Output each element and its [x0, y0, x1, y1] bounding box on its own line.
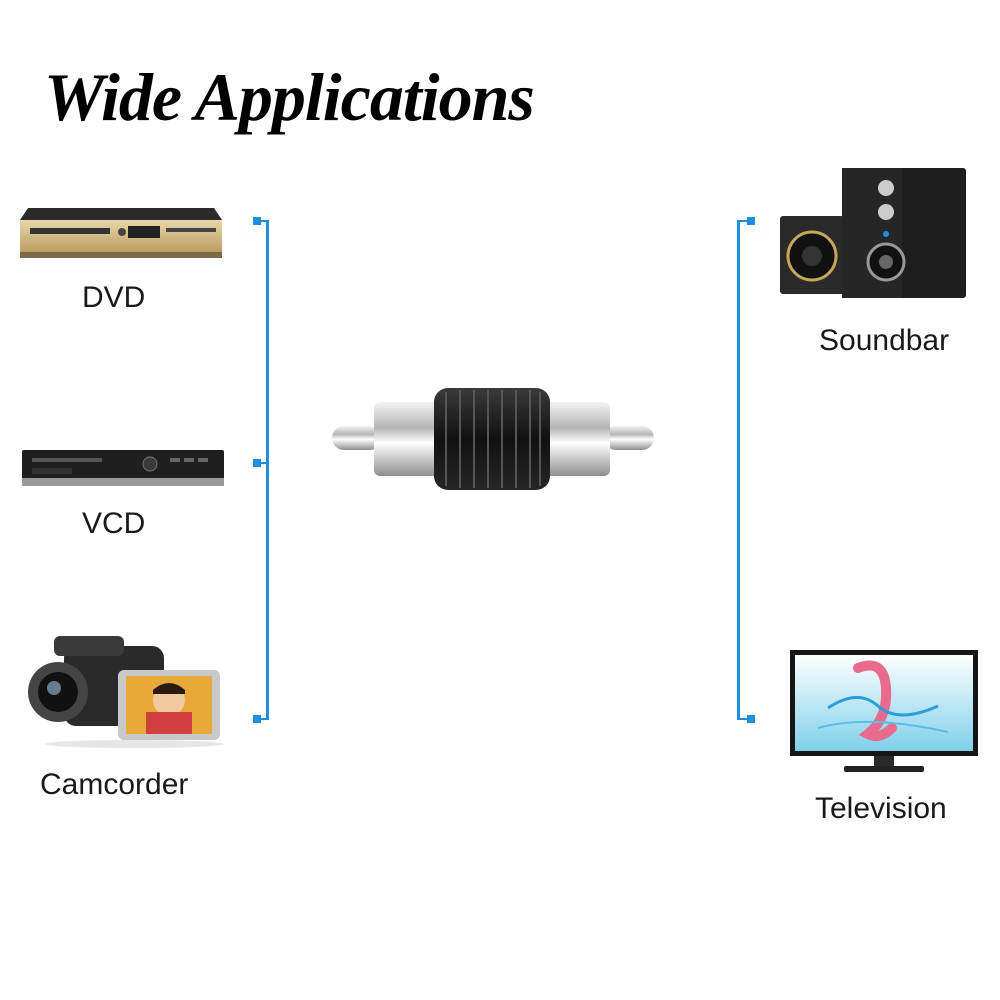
left-connector-dot-top — [253, 217, 261, 225]
rca-coupler-icon — [330, 386, 656, 494]
television-icon — [788, 648, 980, 776]
right-connector-dot-top — [747, 217, 755, 225]
left-connector-dot-bottom — [253, 715, 261, 723]
right-connector-line — [737, 220, 740, 720]
left-connector-tick-mid — [256, 462, 268, 464]
television-label: Television — [815, 792, 947, 825]
left-connector-tick-bottom — [256, 718, 268, 720]
soundbar-label: Soundbar — [819, 324, 950, 357]
dvd-player-icon — [18, 206, 224, 262]
right-connector-dot-bottom — [747, 715, 755, 723]
left-connector-dot-mid — [253, 459, 261, 467]
left-connector-line — [266, 220, 269, 720]
left-connector-tick-top — [256, 220, 268, 222]
page-title: Wide Applications — [44, 59, 535, 135]
camcorder-label: Camcorder — [40, 768, 189, 801]
speaker-system-icon — [778, 166, 968, 300]
right-connector-tick-bottom — [739, 718, 751, 720]
vcd-label: VCD — [82, 507, 146, 540]
vcd-player-icon — [20, 448, 226, 490]
right-connector-tick-top — [739, 220, 751, 222]
dvd-label: DVD — [82, 281, 146, 314]
camcorder-icon — [24, 632, 224, 750]
